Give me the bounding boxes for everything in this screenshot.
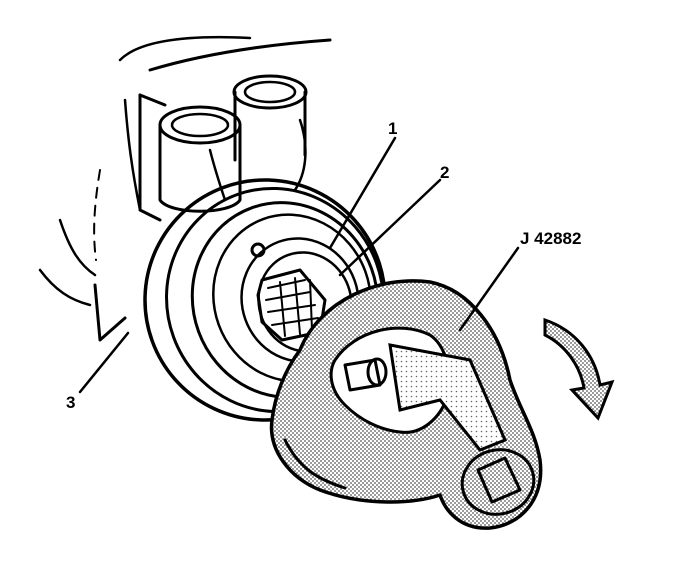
boss-front — [138, 93, 242, 222]
rotation-arrow — [543, 317, 615, 421]
callout-1: 1 — [388, 119, 397, 138]
callout-2: 2 — [440, 163, 449, 182]
callout-3: 3 — [66, 393, 75, 412]
tool-j42882 — [269, 279, 543, 530]
housing — [38, 35, 332, 342]
flange-assembly — [143, 178, 387, 422]
leader-1 — [328, 136, 397, 250]
leader-3 — [78, 331, 130, 394]
tool-pin — [343, 357, 388, 392]
callout-tool-number: J 42882 — [520, 229, 581, 248]
leader-2 — [338, 178, 442, 277]
leader-tool — [458, 246, 520, 332]
square-drive — [460, 448, 536, 516]
splined-shaft — [256, 268, 327, 342]
boss-rear — [232, 74, 308, 162]
leader-lines — [78, 136, 520, 394]
